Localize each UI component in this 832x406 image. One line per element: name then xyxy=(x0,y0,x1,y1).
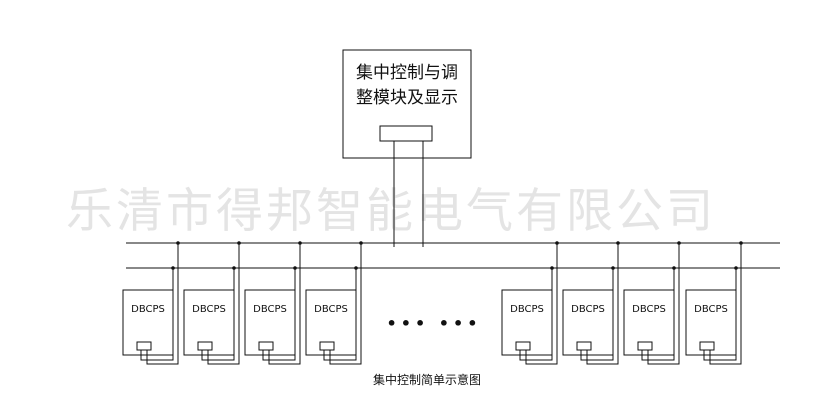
module-units: DBCPS DBCPS DBCPS DBCPS DBCPS DBCPS DBCPS DBCPS xyxy=(122,241,743,365)
diagram-caption: 集中控制简单示意图 xyxy=(373,372,481,387)
junction-lower-4 xyxy=(354,266,358,270)
ellipsis-more-modules: ••• ••• xyxy=(387,314,482,333)
junction-lower-3 xyxy=(293,266,297,270)
module-connector-8 xyxy=(699,341,715,351)
module-lead-lower-4 xyxy=(323,268,357,361)
module-lead-upper-3 xyxy=(268,243,301,365)
module-label-1: DBCPS xyxy=(131,304,165,315)
module-box-7 xyxy=(623,289,675,356)
module-lead-upper-7 xyxy=(647,243,680,365)
module-connector-5 xyxy=(515,341,531,351)
module-lead-lower-2 xyxy=(201,268,235,361)
module-lead-upper-6 xyxy=(586,243,619,365)
junction-lower-2 xyxy=(232,266,236,270)
module-lead-upper-1 xyxy=(146,243,179,365)
module-label-5: DBCPS xyxy=(510,304,544,315)
module-lead-lower-3 xyxy=(262,268,296,361)
module-lead-lower-7 xyxy=(641,268,675,361)
module-lead-upper-4 xyxy=(329,243,362,365)
module-label-7: DBCPS xyxy=(632,304,666,315)
module-connector-7 xyxy=(637,341,653,351)
junction-upper-1 xyxy=(176,241,180,245)
module-label-4: DBCPS xyxy=(314,304,348,315)
module-label-2: DBCPS xyxy=(192,304,226,315)
module-connector-4 xyxy=(319,341,335,351)
module-lead-upper-5 xyxy=(525,243,558,365)
junction-lower-8 xyxy=(734,266,738,270)
junction-upper-6 xyxy=(616,241,620,245)
module-connector-1 xyxy=(136,341,152,351)
module-label-8: DBCPS xyxy=(694,304,728,315)
control-title-line1: 集中控制与调 xyxy=(356,63,458,83)
junction-upper-5 xyxy=(555,241,559,245)
module-box-2 xyxy=(183,289,235,356)
junction-upper-4 xyxy=(359,241,363,245)
junction-upper-7 xyxy=(677,241,681,245)
module-label-3: DBCPS xyxy=(253,304,287,315)
module-lead-lower-5 xyxy=(519,268,553,361)
junction-upper-3 xyxy=(298,241,302,245)
module-lead-lower-6 xyxy=(580,268,614,361)
module-lead-upper-2 xyxy=(207,243,240,365)
module-label-6: DBCPS xyxy=(571,304,605,315)
junction-lower-1 xyxy=(171,266,175,270)
junction-upper-8 xyxy=(739,241,743,245)
module-connector-2 xyxy=(197,341,213,351)
module-box-3 xyxy=(244,289,296,356)
module-lead-lower-1 xyxy=(140,268,174,361)
module-box-8 xyxy=(685,289,737,356)
module-connector-3 xyxy=(258,341,274,351)
module-lead-lower-8 xyxy=(703,268,737,361)
module-box-5 xyxy=(501,289,553,356)
junction-lower-5 xyxy=(550,266,554,270)
junction-upper-2 xyxy=(237,241,241,245)
watermark-text: 乐清市得邦智能电气有限公司 xyxy=(66,184,716,239)
module-box-1 xyxy=(122,289,174,356)
control-connector xyxy=(379,125,433,142)
module-connector-6 xyxy=(576,341,592,351)
module-lead-upper-8 xyxy=(709,243,742,365)
control-title-line2: 整模块及显示 xyxy=(356,88,458,108)
module-box-4 xyxy=(305,289,357,356)
junction-lower-6 xyxy=(611,266,615,270)
control-module-box: 集中控制与调 整模块及显示 xyxy=(342,49,472,159)
module-box-6 xyxy=(562,289,614,356)
junction-lower-7 xyxy=(672,266,676,270)
